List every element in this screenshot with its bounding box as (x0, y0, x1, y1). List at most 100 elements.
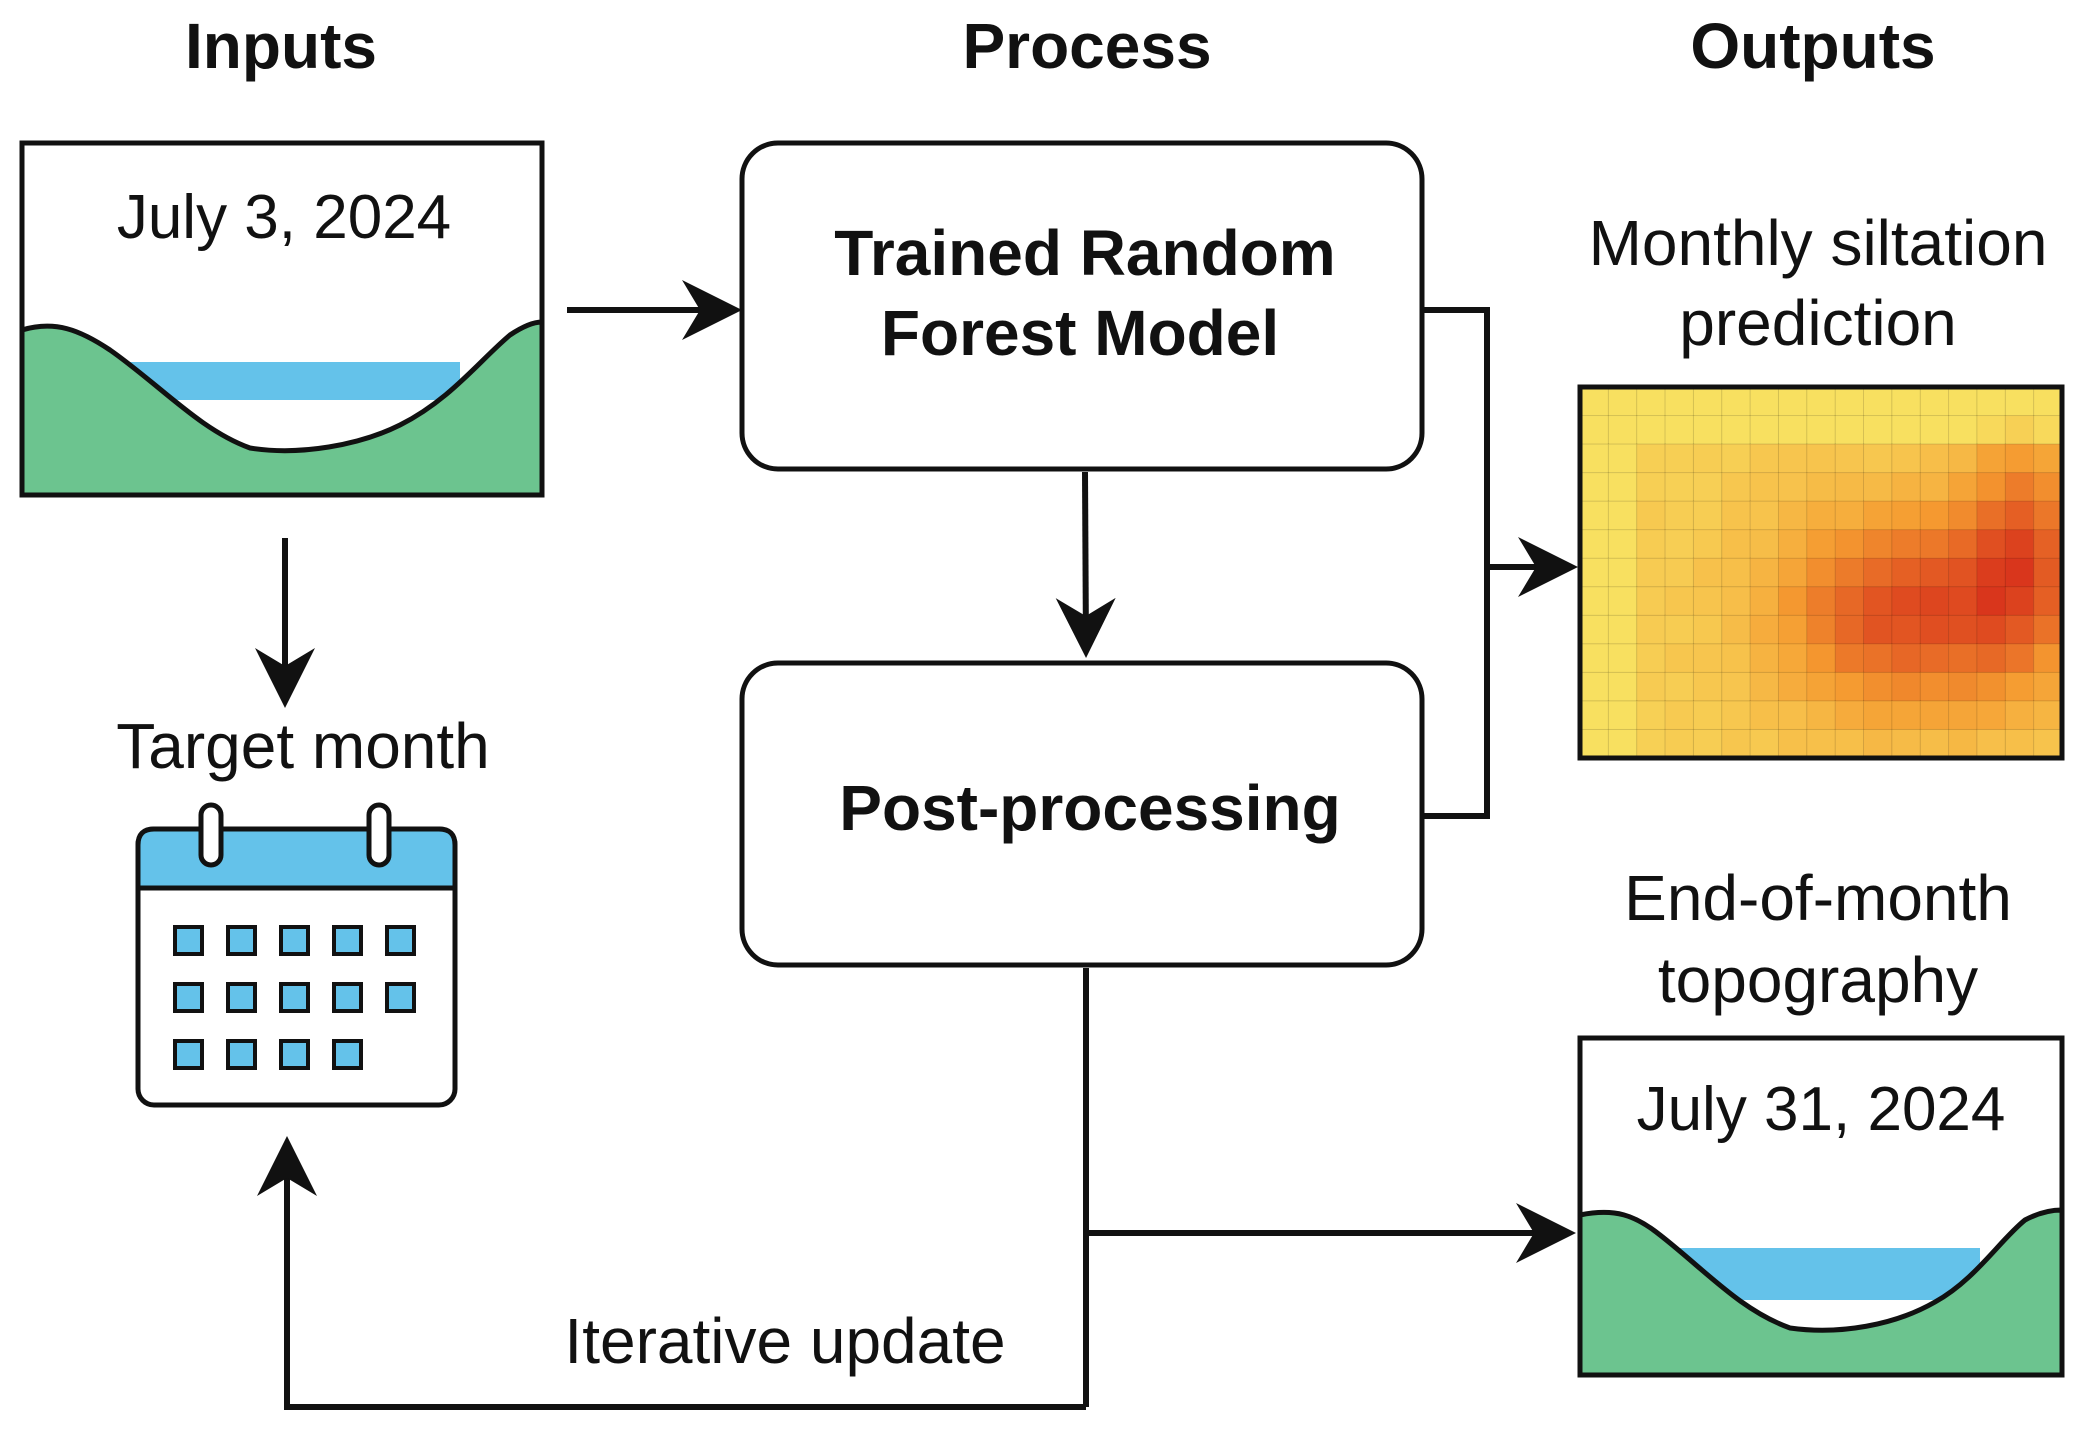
input-terrain (19, 319, 545, 498)
heatmap-cell (1579, 500, 1610, 531)
heatmap-cell (1976, 728, 2007, 759)
heatmap-cell (2033, 643, 2063, 674)
heatmap-cell (1976, 472, 2007, 502)
heatmap-cell (1664, 586, 1695, 617)
output-topography-date: July 31, 2024 (1637, 1075, 2006, 1144)
heatmap-cell (1692, 557, 1723, 588)
heatmap-cell (1749, 443, 1780, 474)
heatmap-cell (1976, 443, 2007, 474)
heatmap-cell (1834, 500, 1865, 531)
siltation-label-line1: Monthly siltation (1589, 207, 2048, 279)
heatmap-cell (1664, 614, 1695, 645)
calendar-day (332, 1039, 363, 1070)
heatmap-cell (1749, 586, 1780, 617)
output-terrain (1577, 1207, 2065, 1378)
heatmap-cell (1891, 557, 1922, 588)
heatmap-cell (2004, 500, 2035, 531)
column-title-process: Process (962, 10, 1211, 82)
calendar-day (279, 982, 310, 1013)
heatmap-cell (1863, 557, 1893, 588)
heatmap-cell (1777, 500, 1808, 531)
heatmap-cell (1891, 500, 1922, 531)
heatmap-cell (1891, 386, 1922, 417)
heatmap-cell (1834, 700, 1865, 731)
heatmap-cell (2033, 614, 2063, 645)
heatmap-cell (1579, 386, 1610, 417)
heatmap-cell (1721, 443, 1751, 474)
heatmap-cell (1777, 443, 1808, 474)
heatmap-cell (1976, 643, 2007, 674)
heatmap-cell (1721, 557, 1751, 588)
heatmap-cell (1636, 728, 1666, 759)
heatmap-cell (2004, 386, 2035, 417)
heatmap-cell (1692, 614, 1723, 645)
heatmap-cell (1749, 557, 1780, 588)
heatmap-cell (1948, 529, 1978, 560)
calendar-day (385, 982, 416, 1013)
heatmap-cell (1863, 415, 1893, 445)
heatmap-cell (1721, 500, 1751, 531)
heatmap-cell (1863, 500, 1893, 531)
heatmap-cell (2033, 529, 2063, 560)
heatmap-cell (1806, 529, 1836, 560)
heatmap-cell (1919, 415, 1950, 445)
heatmap-cell (1749, 614, 1780, 645)
heatmap-cell (1664, 386, 1695, 417)
heatmap-cell (1579, 557, 1610, 588)
heatmap-cell (1948, 643, 1978, 674)
heatmap-cell (1863, 643, 1893, 674)
edge-model-to-postprocessing (1055, 471, 1116, 658)
heatmap-cell (1919, 586, 1950, 617)
heatmap-cell (1863, 671, 1893, 702)
heatmap-cell (1834, 586, 1865, 617)
heatmap-cell (1607, 671, 1638, 702)
heatmap-cell (1721, 700, 1751, 731)
heatmap-cell (1664, 529, 1695, 560)
heatmap-cell (1579, 472, 1610, 502)
heatmap-cell (1891, 586, 1922, 617)
heatmap-cell (2004, 529, 2035, 560)
model-label-line2: Forest Model (881, 297, 1279, 369)
siltation-label-line2: prediction (1679, 287, 1957, 359)
heatmap-cell (1692, 386, 1723, 417)
heatmap-cell (1948, 614, 1978, 645)
heatmap-cell (1863, 700, 1893, 731)
heatmap-cell (1607, 614, 1638, 645)
heatmap-cell (1976, 500, 2007, 531)
heatmap-cell (1976, 529, 2007, 560)
siltation-heatmap (1577, 384, 2065, 761)
heatmap-cell (1834, 415, 1865, 445)
heatmap-cell (1607, 557, 1638, 588)
calendar-day (279, 925, 310, 956)
heatmap-cell (1607, 643, 1638, 674)
heatmap-cell (1636, 614, 1666, 645)
heatmap-cell (1806, 415, 1836, 445)
heatmap-cell (1749, 671, 1780, 702)
heatmap-cell (1976, 614, 2007, 645)
heatmap-cell (1806, 472, 1836, 502)
heatmap-cell (1636, 643, 1666, 674)
heatmap-cell (1919, 386, 1950, 417)
heatmap-cell (1834, 671, 1865, 702)
heatmap-cell (1692, 500, 1723, 531)
heatmap-cell (1777, 728, 1808, 759)
heatmap-cell (2004, 443, 2035, 474)
heatmap-cell (1863, 614, 1893, 645)
edge-iterative-update-loop (257, 1136, 1086, 1410)
heatmap-cell (2033, 728, 2063, 759)
heatmap-cell (1749, 643, 1780, 674)
heatmap-cell (1948, 700, 1978, 731)
heatmap-cell (1976, 386, 2007, 417)
heatmap-cell (2004, 643, 2035, 674)
heatmap-cell (1749, 529, 1780, 560)
heatmap-cell (1948, 728, 1978, 759)
heatmap-cell (1692, 728, 1723, 759)
heatmap-cell (1607, 415, 1638, 445)
heatmap-cell (2033, 557, 2063, 588)
heatmap-cell (1834, 443, 1865, 474)
heatmap-cell (1721, 529, 1751, 560)
heatmap-cell (2004, 671, 2035, 702)
heatmap-cell (1919, 671, 1950, 702)
heatmap-cell (1749, 472, 1780, 502)
